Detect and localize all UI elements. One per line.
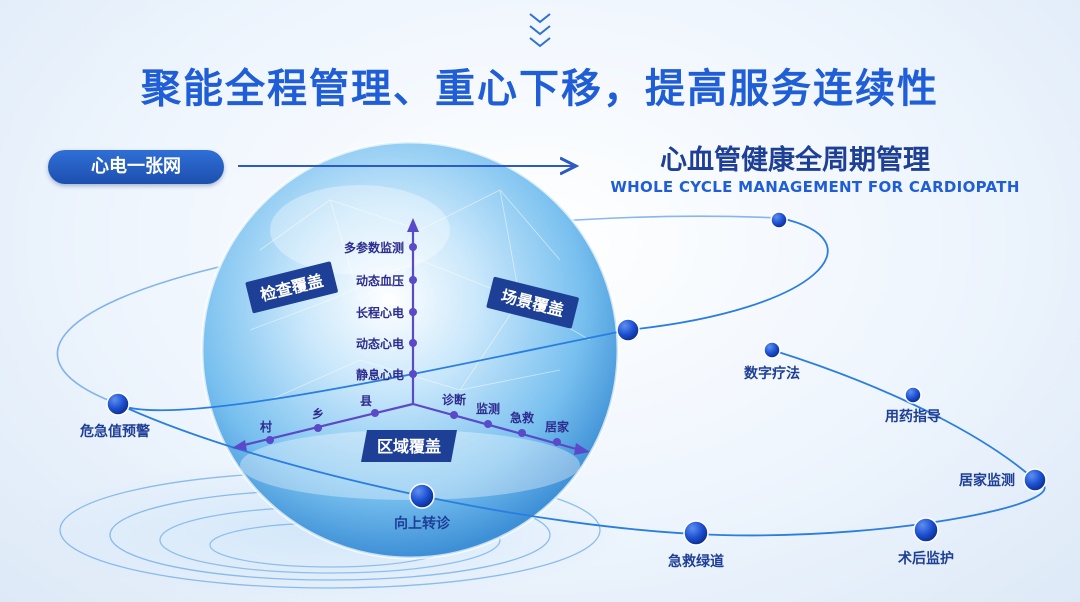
node-medication	[904, 386, 922, 404]
label-upward-referral: 向上转诊	[394, 515, 451, 532]
label-county: 县	[360, 394, 372, 408]
orbit-nodes	[106, 211, 1047, 546]
node-upward-referral	[409, 483, 435, 509]
label-monitoring: 监测	[476, 401, 500, 416]
label-resting-ecg: 静息心电	[356, 367, 404, 382]
axis-arrow-left	[232, 440, 247, 451]
label-township: 乡	[312, 406, 324, 421]
label-ambulatory-bp: 动态血压	[356, 273, 404, 288]
tag-check-cover: 检查覆盖	[245, 261, 338, 314]
chevron-down-icon	[529, 13, 551, 48]
network-pill: 心电一张网	[48, 150, 224, 184]
orbit-lower	[117, 349, 1046, 537]
node-emergency-channel	[683, 520, 709, 546]
axis-arrow-up	[407, 218, 419, 232]
tag-region-cover: 区域覆盖	[361, 430, 457, 462]
node-critical-warning	[106, 392, 130, 416]
label-home: 居家	[545, 419, 570, 434]
label-medication-guide: 用药指导	[885, 408, 941, 425]
label-diagnosis: 诊断	[442, 392, 466, 407]
node-postop	[913, 517, 939, 543]
axis-dots	[266, 243, 561, 446]
axis-arrow-right	[574, 443, 590, 455]
tag-region-cover-label: 区域覆盖	[377, 437, 441, 456]
label-multi-param: 多参数监测	[344, 240, 404, 255]
node-home-monitoring	[1023, 468, 1047, 492]
cycle-title: 心血管健康全周期管理	[660, 145, 930, 176]
sphere	[200, 140, 620, 560]
label-dynamic-ecg: 动态心电	[356, 336, 404, 351]
label-critical-warning: 危急值预警	[79, 423, 150, 440]
page-title: 聚能全程管理、重心下移，提高服务连续性	[141, 66, 939, 112]
label-long-ecg: 长程心电	[356, 305, 404, 320]
label-home-monitoring: 居家监测	[959, 472, 1015, 489]
orbit-front	[117, 217, 829, 412]
label-emergency-channel: 急救绿道	[668, 553, 724, 570]
node-sphere-edge	[616, 318, 640, 342]
node-digital-therapy	[763, 341, 781, 359]
label-postop-monitoring: 术后监护	[898, 550, 954, 567]
label-rescue: 急救	[510, 410, 534, 425]
label-village: 村	[260, 419, 272, 434]
cycle-subtitle: WHOLE CYCLE MANAGEMENT FOR CARDIOPATH	[610, 178, 1020, 196]
node-top-right	[770, 211, 788, 229]
label-digital-therapy: 数字疗法	[744, 365, 800, 382]
